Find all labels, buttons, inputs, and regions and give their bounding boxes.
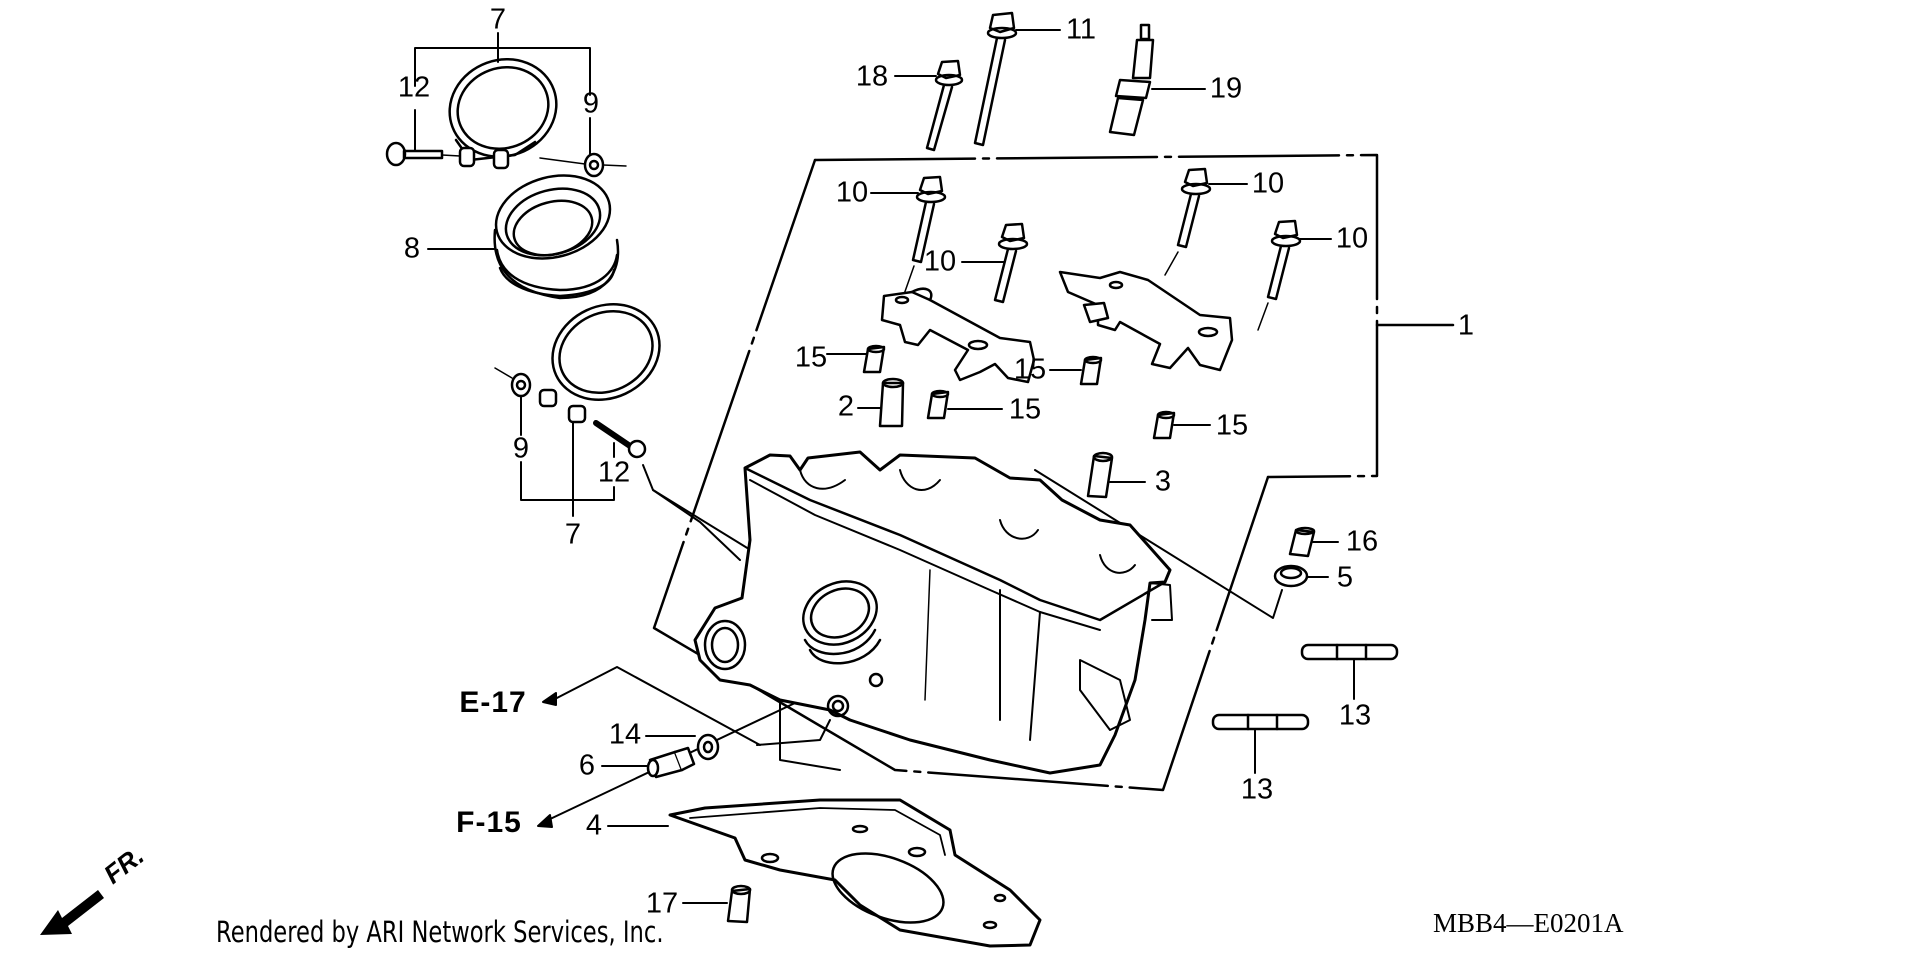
callout-12[interactable]: 12 [597, 456, 631, 489]
cylinder-head [693, 450, 1173, 775]
callout-15[interactable]: 15 [1215, 409, 1249, 442]
insulator [427, 174, 620, 300]
callout-10[interactable]: 10 [923, 245, 957, 278]
band-joint-lower [494, 303, 741, 561]
callout-11[interactable]: 11 [1065, 13, 1097, 46]
callout-10[interactable]: 10 [1335, 222, 1369, 255]
bolt-18 [894, 59, 964, 152]
callout-15[interactable]: 15 [794, 341, 828, 374]
band-joint-upper [414, 32, 591, 170]
callout-10[interactable]: 10 [835, 176, 869, 209]
dowel-pin-15-a [826, 344, 886, 374]
callout-15[interactable]: 15 [1008, 393, 1042, 426]
stud-bolt-13-a [1300, 643, 1399, 700]
guide-3 [1086, 451, 1146, 499]
gasket-4 [607, 798, 1042, 948]
nut-upper [539, 117, 627, 178]
spark-plug [1108, 23, 1206, 137]
guide-2 [857, 377, 905, 428]
callout-16[interactable]: 16 [1345, 525, 1379, 558]
callout-13[interactable]: 13 [1240, 773, 1274, 806]
callout-5[interactable]: 5 [1336, 561, 1354, 594]
callout-2[interactable]: 2 [837, 390, 855, 423]
render-credit: Rendered by ARI Network Services, Inc. [216, 915, 664, 949]
callout-3[interactable]: 3 [1154, 465, 1172, 498]
camshaft-holder-left [880, 287, 1036, 384]
callout-9[interactable]: 9 [512, 432, 530, 465]
callout-13[interactable]: 13 [1338, 699, 1372, 732]
nut-5 [1034, 469, 1329, 619]
dowel-pin-15-c [1049, 355, 1103, 386]
bolt-11 [973, 11, 1061, 147]
callout-18[interactable]: 18 [855, 60, 889, 93]
screw-upper [385, 109, 461, 167]
collar-16 [1288, 526, 1339, 558]
callout-9[interactable]: 9 [582, 87, 600, 120]
stud-bolt-13-b [1211, 713, 1310, 774]
dowel-pin-15-b [926, 389, 1003, 420]
callout-10[interactable]: 10 [1251, 167, 1285, 200]
camshaft-holder-right [1058, 270, 1234, 372]
callout-8[interactable]: 8 [403, 232, 421, 265]
callout-7[interactable]: 7 [564, 518, 582, 551]
diagram-code: MBB4—E0201A [1433, 908, 1624, 938]
callout-12[interactable]: 12 [397, 71, 431, 104]
callout-4[interactable]: 4 [585, 809, 603, 842]
dowel-pin-17 [682, 884, 752, 924]
bolt-10-a [870, 175, 947, 301]
callout-14[interactable]: 14 [608, 718, 642, 751]
callout-1[interactable]: 1 [1457, 309, 1475, 342]
bolt-10-c [961, 222, 1029, 304]
reference-f15-link[interactable]: F-15 [456, 806, 522, 839]
bolt-10-b [1164, 167, 1248, 276]
washer-14 [645, 733, 720, 761]
front-arrow-icon [40, 890, 104, 935]
callout-15[interactable]: 15 [1013, 353, 1047, 386]
callout-7[interactable]: 7 [489, 3, 507, 36]
reference-e17-link[interactable]: E-17 [459, 686, 527, 719]
dowel-pin-15-d [1152, 410, 1211, 440]
bolt-10-d [1257, 219, 1332, 331]
joint-6 [601, 746, 696, 779]
callout-19[interactable]: 19 [1209, 72, 1243, 105]
assembly-outline [652, 153, 1379, 792]
callout-6[interactable]: 6 [578, 749, 596, 782]
callout-17[interactable]: 17 [645, 887, 679, 920]
